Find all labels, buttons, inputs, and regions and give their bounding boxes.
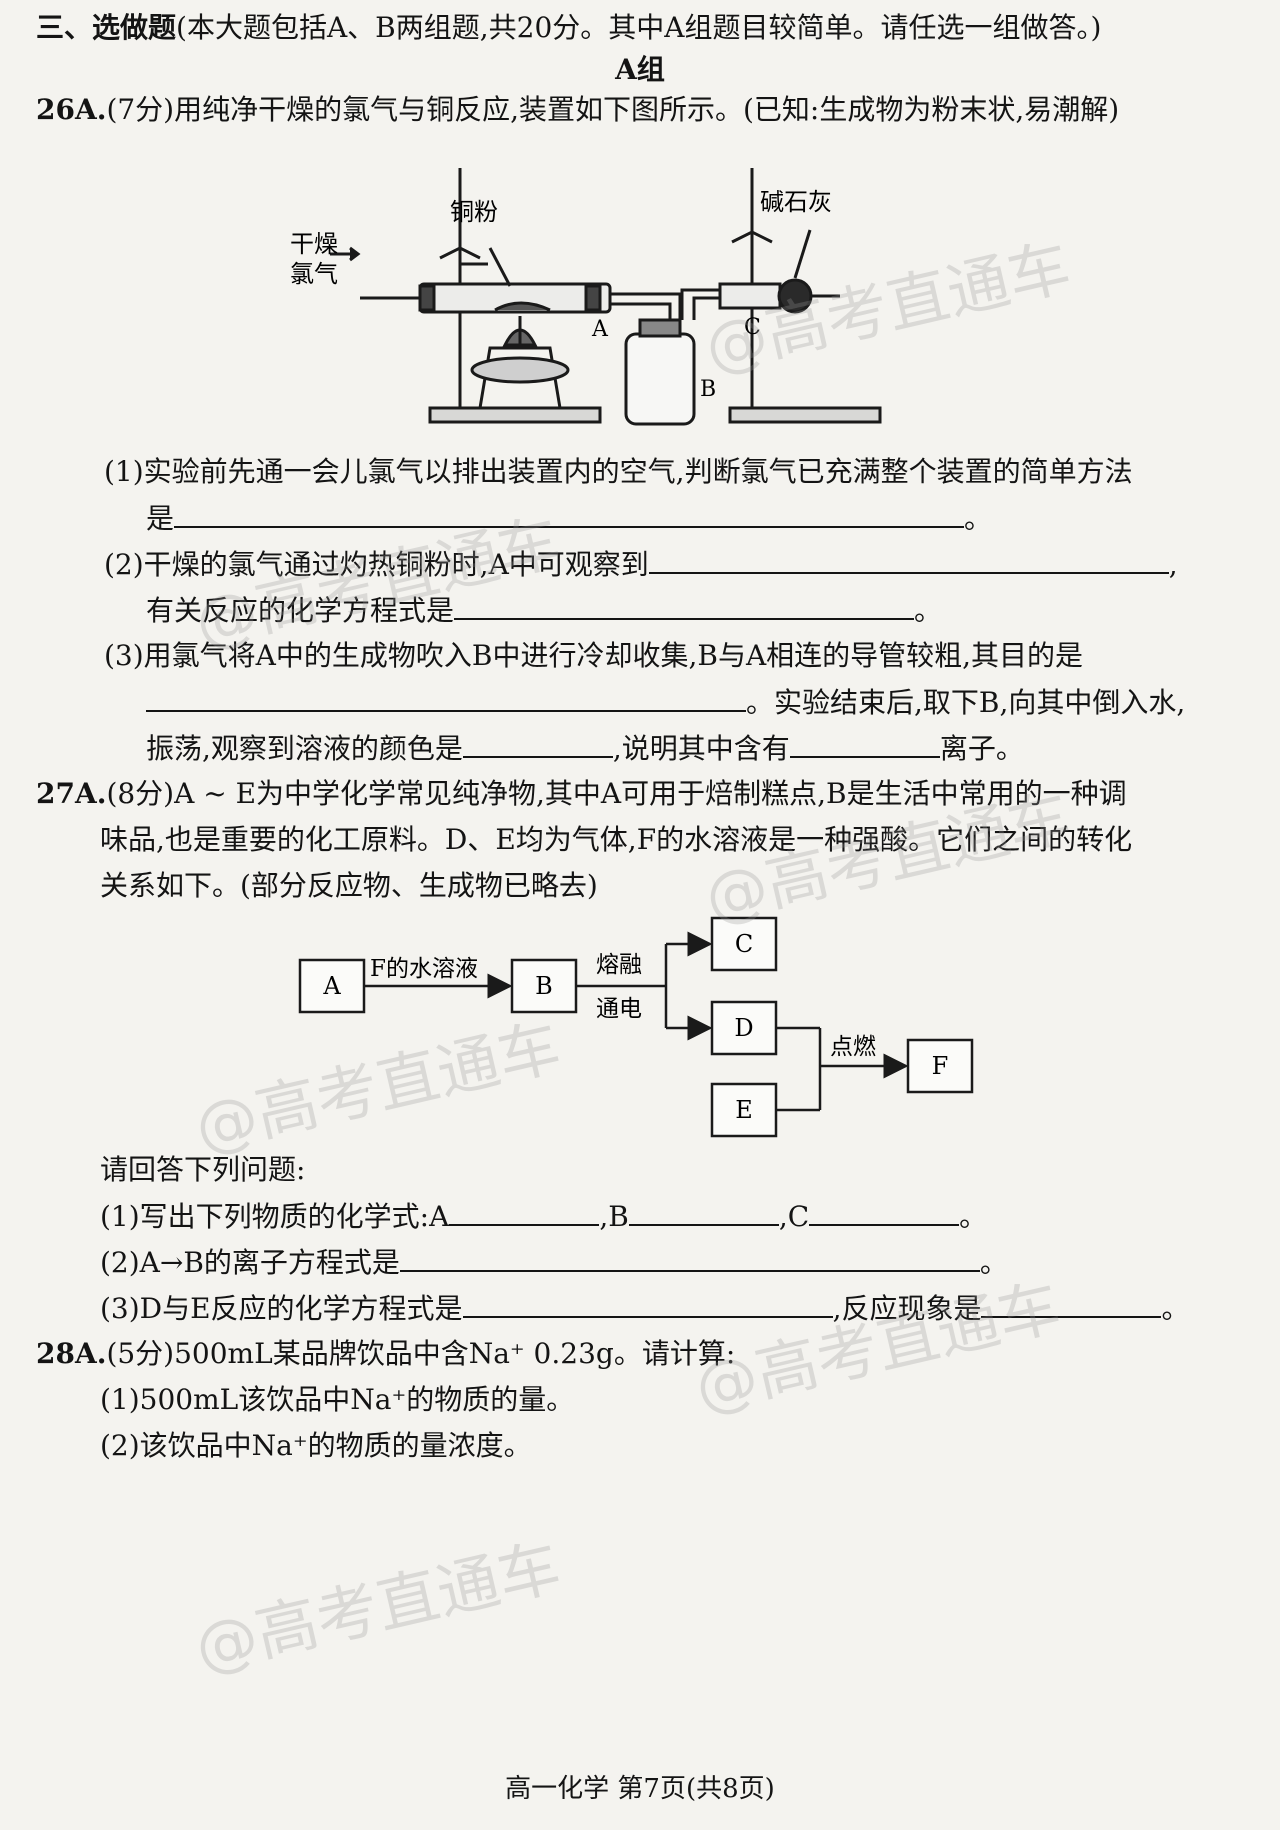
q27-blank-c[interactable] (809, 1198, 960, 1226)
q28-part2: (2)该饮品中Na⁺的物质的量浓度。 (100, 1429, 532, 1462)
node-f: F (932, 1052, 949, 1080)
node-b-box (510, 958, 578, 1014)
section-desc: (本大题包括A、B两组题,共20分。其中A组题目较简单。请任选一组做答。) (176, 11, 1102, 44)
q27-part2: (2)A→B的离子方程式是。 (100, 1244, 1008, 1279)
node-e-box (710, 1082, 778, 1138)
q27-blank-a[interactable] (449, 1198, 600, 1226)
q26-part3-line3: 振荡,观察到溶液的颜色是,说明其中含有离子。 (146, 730, 1024, 765)
q26-blank-5[interactable] (462, 730, 613, 758)
q27-blank-3a[interactable] (462, 1290, 833, 1318)
label-dry-gas-2: 氯气 (290, 260, 338, 288)
q27-blank-b[interactable] (628, 1198, 779, 1226)
q26-blank-4[interactable] (146, 684, 746, 712)
node-d: D (734, 1014, 753, 1042)
node-a: A (322, 972, 341, 1000)
q26-blank-1[interactable] (174, 500, 965, 528)
label-a: A (591, 317, 609, 342)
q26-part3-line2: 。实验结束后,取下B,向其中倒入水, (146, 684, 1185, 721)
q26-apparatus-figure: 干燥 氯气 铜粉 碱石灰 A C B (290, 168, 882, 426)
q26-blank-2[interactable] (648, 546, 1169, 574)
q27-conversion-diagram: A B C D E F F的水溶液 熔融 通电 点燃 (298, 916, 974, 1138)
q26-part2-line2: 有关反应的化学方程式是。 (146, 592, 943, 627)
q27-blank-2[interactable] (399, 1244, 980, 1272)
q26-blank-3[interactable] (454, 592, 915, 620)
q28-part1: (1)500mL该饮品中Na⁺的物质的量。 (100, 1383, 575, 1416)
label-soda-lime: 碱石灰 (760, 188, 832, 216)
watermark-6: @高考直通车 (188, 1529, 568, 1685)
arrow-b-label-1: 熔融 (596, 952, 642, 978)
q28-stem: 28A.(5分)500mL某品牌饮品中含Na⁺ 0.23g。请计算: (36, 1337, 736, 1370)
node-f-box (906, 1038, 974, 1094)
q26-part2-line1: (2)干燥的氯气通过灼热铜粉时,A中可观察到, (104, 546, 1178, 581)
node-c-box (710, 916, 778, 972)
label-c: C (744, 315, 761, 340)
q26-stem-text: (7分)用纯净干燥的氯气与铜反应,装置如下图所示。(已知:生成物为粉末状,易潮解… (106, 93, 1120, 126)
q26-part1-line1: (1)实验前先通一会儿氯气以排出装置内的空气,判断氯气已充满整个装置的简单方法 (104, 455, 1133, 488)
watermark-5: @高考直通车 (688, 1269, 1068, 1425)
node-b: B (535, 972, 553, 1000)
q27-stem-line1: 27A.(8分)A ~ E为中学化学常见纯净物,其中A可用于焙制糕点,B是生活中… (36, 777, 1127, 810)
node-e: E (735, 1096, 753, 1124)
q28-number: 28A. (36, 1337, 107, 1370)
q27-prompt: 请回答下列问题: (100, 1153, 306, 1186)
node-a-box (298, 958, 366, 1014)
q26-part3-line1: (3)用氯气将A中的生成物吹入B中进行冷却收集,B与A相连的导管较粗,其目的是 (104, 639, 1084, 672)
page-footer: 高一化学 第7页(共8页) (505, 1774, 775, 1804)
label-copper-powder: 铜粉 (450, 198, 498, 226)
section-heading: 三、选做题(本大题包括A、B两组题,共20分。其中A组题目较简单。请任选一组做答… (36, 10, 1101, 46)
label-b: B (700, 377, 716, 402)
arrow-ab-label: F的水溶液 (370, 956, 478, 982)
q27-part1: (1)写出下列物质的化学式:A,B,C。 (100, 1198, 988, 1233)
section-title: 三、选做题 (36, 11, 177, 44)
q27-part3: (3)D与E反应的化学方程式是,反应现象是。 (100, 1290, 1190, 1325)
q27-number: 27A. (36, 777, 107, 810)
group-title: A组 (615, 53, 665, 86)
label-dry-gas-1: 干燥 (290, 230, 338, 258)
q26-number: 26A. (36, 93, 107, 126)
q26-blank-6[interactable] (789, 730, 940, 758)
q27-stem-line2: 味品,也是重要的化工原料。D、E均为气体,F的水溶液是一种强酸。它们之间的转化 (100, 823, 1133, 856)
arrow-def-label: 点燃 (830, 1034, 876, 1060)
q27-stem-line3: 关系如下。(部分反应物、生成物已略去) (100, 869, 598, 902)
arrow-b-label-2: 通电 (596, 996, 642, 1022)
node-c: C (735, 930, 753, 958)
q27-blank-3b[interactable] (981, 1290, 1162, 1318)
q26-part1-line2: 是。 (146, 500, 993, 535)
q26-stem: 26A.(7分)用纯净干燥的氯气与铜反应,装置如下图所示。(已知:生成物为粉末状… (36, 92, 1119, 128)
